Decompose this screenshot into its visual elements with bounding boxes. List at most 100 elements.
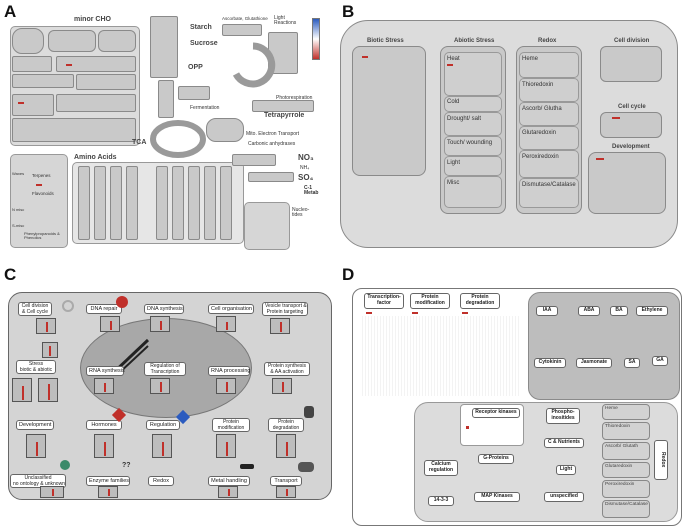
mini-chart (36, 318, 56, 334)
abiotic-item-heat: Heat (444, 52, 502, 96)
abiotic-item-misc: Misc (444, 176, 502, 208)
transcript-scatter-region (360, 316, 520, 396)
heat-marker (412, 312, 418, 314)
panel-letter-d: D (342, 265, 355, 284)
transport-icon (298, 462, 314, 472)
heat-marker (466, 426, 469, 429)
redox-item: Thioredoxin (519, 78, 579, 102)
ascorbate-node (222, 24, 262, 36)
minor-cho-label: minor CHO (74, 16, 111, 23)
map-kinases-label: MAP Kinases (474, 492, 520, 502)
aa-column (156, 166, 168, 240)
cytokinin-label: Cytokinin (534, 358, 566, 368)
panel-a-metabolism-overview: minor CHO Starch Sucrose Ascorbate, Glut… (8, 14, 328, 262)
metal-icon (240, 464, 254, 469)
panel-letter-a: A (4, 2, 17, 21)
redox-item: Ascorb/ Glutha (519, 102, 579, 126)
mini-chart (94, 434, 114, 458)
aa-column (110, 166, 122, 240)
abiotic-item-touch: Touch/ wounding (444, 136, 502, 156)
rna-synthesis-label: RNA synthesis (86, 366, 125, 376)
ethylene-label: Ethylene (636, 306, 668, 316)
redox-item-label: Ascorb/ Glutha (522, 106, 562, 112)
c-nutrients-label: C & Nutrients (544, 438, 584, 448)
mini-chart (276, 434, 296, 458)
mini-chart (270, 318, 290, 334)
mini-chart (152, 434, 172, 458)
mito-label: Mito. Electron Transport (246, 131, 300, 137)
starch-sucrose-block (150, 16, 178, 78)
calvin-cycle-icon (232, 42, 276, 88)
flavonoids-label: Flavonoids (32, 191, 54, 196)
redox-item: Ascorb/ Glutath (602, 442, 650, 460)
unspecified-label: unspecified (544, 492, 584, 502)
cell-organisation-label: Cell organisation (208, 304, 254, 314)
s-misc-label: S-misc (12, 223, 25, 228)
tca-label: TCA (132, 139, 147, 146)
mini-chart (216, 378, 236, 394)
redox-item-label: Dismutase/Catalase (522, 182, 576, 188)
g-proteins-label: G-Proteins (478, 454, 514, 464)
phosphoinositides-label: Phospho- inositides (546, 408, 580, 424)
ga-label: GA (652, 356, 668, 366)
cho-node (12, 118, 136, 142)
heat-marker (18, 102, 24, 104)
redox-item: Peroxiredoxin (602, 480, 650, 498)
mini-chart (150, 378, 170, 394)
heat-marker (462, 312, 468, 314)
redox-item-label: Peroxiredoxin (605, 482, 635, 487)
aa-column (172, 166, 184, 240)
carbonic-label: Carbonic anhydrases (248, 141, 296, 147)
redox-item-label: Thioredoxin (522, 82, 554, 88)
redox-item: Glutaredoxin (602, 462, 650, 478)
dna-repair-label: DNA repair (86, 304, 122, 314)
heat-marker (447, 64, 453, 66)
cho-node (56, 94, 136, 112)
mini-chart (40, 486, 64, 498)
iaa-label: IAA (536, 306, 558, 316)
so4-label: SO₄ (298, 173, 314, 182)
redox-item-label: Glutaredoxin (605, 464, 633, 469)
tetrapyrrole-node (252, 100, 314, 112)
regulation-transcription-label: Regulation of Transcription (144, 362, 186, 376)
redox-item-label: Heme (522, 56, 539, 62)
hormones-label: Hormones (86, 420, 122, 430)
phenylpropanoids-label: Phenylpropanoids & Phenolics (24, 231, 60, 240)
sa-label: SA (624, 358, 640, 368)
transport-label: Transport (270, 476, 302, 486)
cell-division-title: Cell division (614, 38, 650, 44)
redox-item: Peroxiredoxin (519, 150, 579, 178)
terpenes-label: Terpenes (32, 173, 51, 178)
protein-modification-label: Protein modification (410, 293, 450, 309)
calcium-regulation-label: Calcium regulation (424, 460, 458, 476)
tetrapyrrole-label: Tetrapyrrole (264, 112, 305, 119)
ba-label: BA (610, 306, 628, 316)
waxes-label: Waxes (12, 171, 25, 176)
heat-marker (366, 312, 372, 314)
transcription-factor-label: Transcription- factor (364, 293, 404, 309)
cho-node (76, 74, 136, 90)
heat-marker (612, 117, 620, 119)
redox-label: Redox (148, 476, 174, 486)
metal-handling-label: Metal handling (208, 476, 250, 486)
protein-modification-label: Protein modification (212, 418, 250, 432)
heat-marker (596, 158, 604, 160)
regulation-label: Regulation (146, 420, 180, 430)
biotic-stress-title: Biotic Stress (367, 38, 404, 44)
protein-degradation-label: Protein degradation (460, 293, 500, 309)
heat-marker (362, 56, 368, 58)
mini-chart (94, 378, 114, 394)
redox-item-label: Heme (605, 406, 618, 411)
nh4-label: NH₄ (300, 165, 310, 171)
cylinder-icon (304, 406, 314, 418)
aa-column (188, 166, 200, 240)
jasmonate-label: Jasmonate (576, 358, 612, 368)
glycolysis-node (178, 86, 210, 100)
rna-processing-label: RNA processing (208, 366, 250, 376)
aa-column (220, 166, 232, 240)
dna-synthesis-label: DNA synthesis (144, 304, 184, 314)
abiotic-item-cold: Cold (444, 96, 502, 112)
mini-chart (216, 316, 236, 332)
unclassified-label: Unclassified no ontology & unknown (10, 474, 66, 488)
cho-node (12, 28, 44, 54)
